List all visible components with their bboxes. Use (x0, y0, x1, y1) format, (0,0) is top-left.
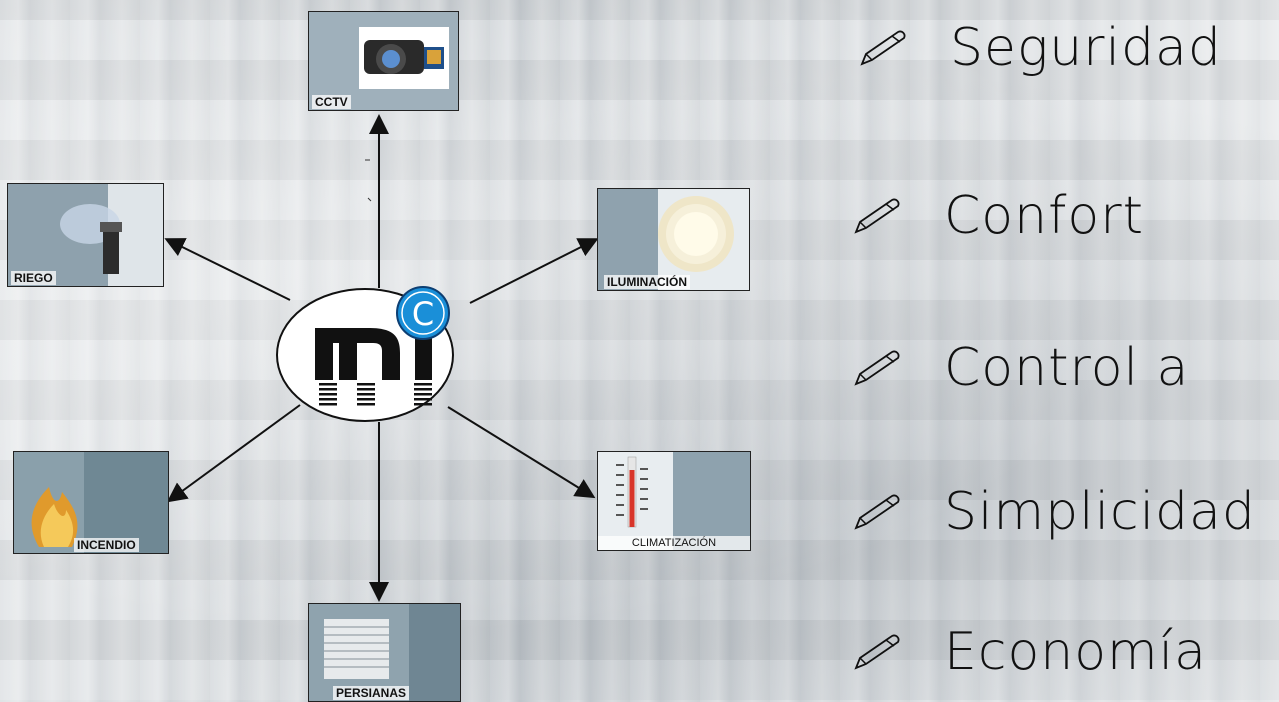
logo-badge-letter: C (412, 295, 434, 333)
feature-economia: Economía (852, 622, 1207, 682)
feature-label: Confort (944, 186, 1144, 246)
module-label: CLIMATIZACIÓN (598, 536, 750, 550)
module-climatizacion: CLIMATIZACIÓN (597, 451, 751, 551)
video-camera-icon (309, 12, 458, 110)
pen-icon (854, 494, 900, 530)
module-iluminacion: ILUMINACIÓN (597, 188, 750, 291)
module-label: INCENDIO (74, 538, 139, 552)
sprinkler-icon (8, 184, 163, 286)
arrow-to-incendio (166, 404, 301, 503)
arrow-to-climatizacion (447, 406, 596, 499)
feature-label: Economía (944, 622, 1207, 682)
feature-label: Control a (944, 338, 1190, 398)
module-label: ILUMINACIÓN (604, 275, 690, 289)
pen-icon (854, 634, 900, 670)
thermometer-icon (598, 452, 750, 550)
module-label: CCTV (312, 95, 351, 109)
arrow-to-iluminacion (469, 238, 599, 304)
module-label: PERSIANAS (333, 686, 410, 700)
pen-icon (854, 350, 900, 386)
module-cctv: CCTV (308, 11, 459, 111)
feature-label: Simplicidad (944, 482, 1256, 542)
module-label: RIEGO (11, 271, 56, 285)
feature-confort: Confort (852, 186, 1144, 246)
module-incendio: INCENDIO (13, 451, 169, 554)
feature-control: Control a (852, 338, 1189, 398)
module-persianas: PERSIANAS (308, 603, 461, 702)
arrow-to-riego (164, 238, 291, 301)
module-riego: RIEGO (7, 183, 164, 287)
light-bulb-icon (598, 189, 749, 290)
fire-icon (14, 452, 168, 553)
pen-icon (860, 30, 906, 66)
pen-icon (854, 198, 900, 234)
center-logo: C (276, 286, 454, 422)
feature-simplicidad: Simplicidad (852, 482, 1256, 542)
blinds-icon (309, 604, 460, 701)
feature-seguridad: Seguridad (858, 18, 1222, 78)
feature-label: Seguridad (950, 18, 1222, 78)
